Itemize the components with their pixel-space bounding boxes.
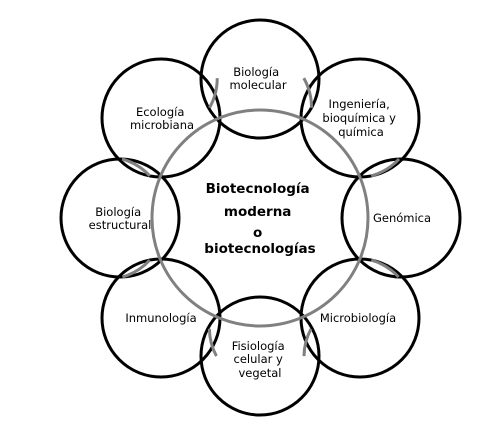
overlap-arc bbox=[370, 258, 400, 279]
label-biologia-estructural: Biología estructural bbox=[89, 205, 152, 232]
label-line: Ecología bbox=[136, 105, 184, 119]
center-label-line: moderna bbox=[224, 204, 292, 220]
center-label-line: biotecnologías bbox=[204, 241, 315, 257]
label-line: Ingeniería, bbox=[329, 97, 390, 111]
center-label: Biotecnología moderna o biotecnologías bbox=[204, 181, 315, 257]
label-line: vegetal bbox=[238, 366, 281, 380]
center-label-line: Biotecnología bbox=[206, 181, 310, 197]
label-line: Microbiología bbox=[320, 311, 396, 325]
overlap-arc bbox=[208, 78, 219, 109]
label-line: Fisiología bbox=[232, 339, 285, 353]
label-microbiologia: Microbiología bbox=[320, 311, 396, 325]
overlap-arc bbox=[302, 328, 313, 357]
overlap-arc bbox=[121, 157, 151, 177]
center-label-line: o bbox=[253, 225, 262, 241]
label-line: bioquímica y bbox=[322, 111, 396, 125]
circle-biologia-molecular bbox=[199, 18, 321, 140]
label-line: química bbox=[338, 125, 384, 139]
label-line: estructural bbox=[89, 218, 152, 232]
overlap-arc bbox=[302, 77, 314, 108]
overlap-arc bbox=[207, 328, 218, 357]
label-fisiologia: Fisiología celular y vegetal bbox=[232, 339, 289, 380]
label-line: molecular bbox=[229, 78, 286, 92]
label-inmunologia: Inmunología bbox=[125, 311, 196, 325]
label-line: Genómica bbox=[373, 211, 431, 225]
label-genomica: Genómica bbox=[373, 211, 431, 225]
label-line: Inmunología bbox=[125, 311, 196, 325]
label-line: celular y bbox=[234, 352, 284, 366]
label-ecologia-microbiana: Ecología microbiana bbox=[130, 105, 194, 132]
overlap-arc bbox=[370, 157, 401, 178]
label-line: Biología bbox=[95, 205, 141, 219]
overlap-arc bbox=[121, 259, 151, 279]
circle-center bbox=[150, 108, 370, 328]
label-ingenieria: Ingeniería, bioquímica y química bbox=[322, 97, 399, 139]
label-line: microbiana bbox=[130, 118, 194, 132]
label-line: Biología bbox=[233, 65, 279, 79]
circle-fisiologia bbox=[199, 295, 321, 417]
label-biologia-molecular: Biología molecular bbox=[229, 65, 286, 92]
